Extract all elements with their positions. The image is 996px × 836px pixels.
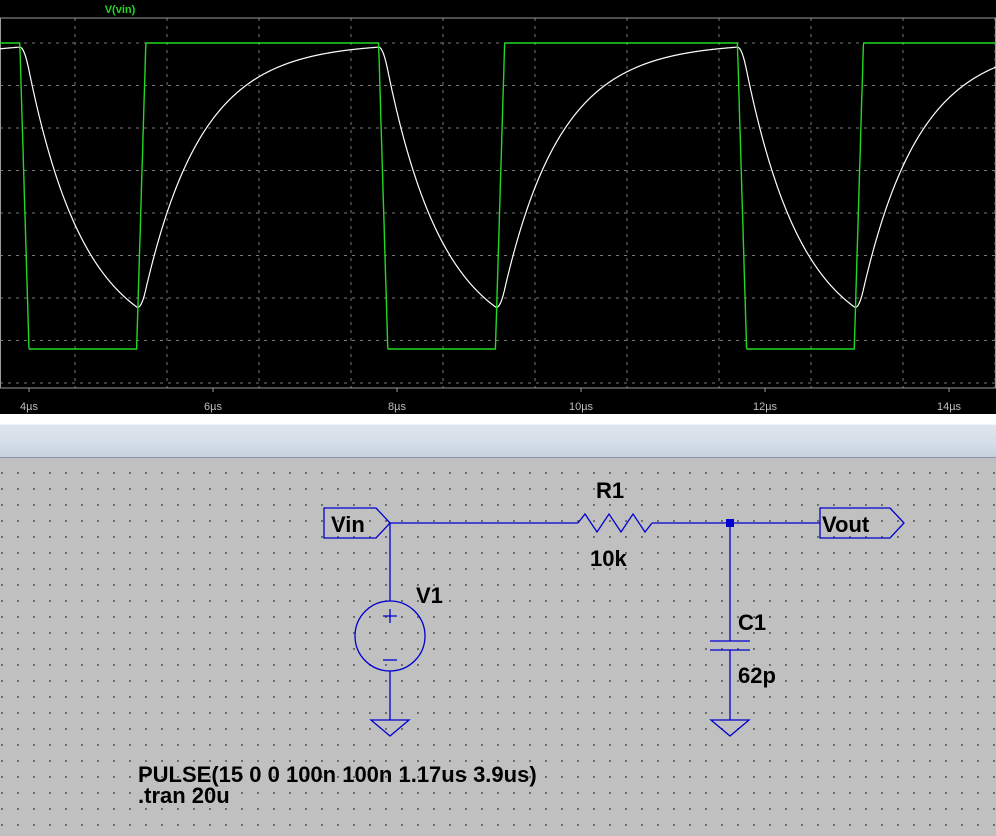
pulse-directive[interactable]: PULSE(15 0 0 100n 100n 1.17us 3.9us) xyxy=(138,762,537,787)
plot-frame xyxy=(0,17,996,389)
net-label-vin[interactable]: Vin xyxy=(331,512,365,537)
x-tick-label: 4µs xyxy=(20,401,38,413)
x-tick-label: 14µs xyxy=(937,401,962,413)
c1-name-label[interactable]: C1 xyxy=(738,610,766,635)
r1-name-label[interactable]: R1 xyxy=(596,478,624,503)
x-axis-ticks: 4µs 6µs 8µs 10µs 12µs 14µs xyxy=(20,388,962,413)
plot-traces xyxy=(0,42,996,350)
wire-junction-dot xyxy=(726,519,734,527)
r1-value-label[interactable]: 10k xyxy=(590,546,627,571)
x-tick-label: 8µs xyxy=(388,401,406,413)
ground-symbol-v1[interactable] xyxy=(369,719,411,737)
waveform-plot[interactable]: 4µs 6µs 8µs 10µs 12µs 14µs V(vin) xyxy=(0,0,996,414)
schematic-pane[interactable]: Vin Vout R1 10k V1 C1 62p PULSE(15 0 0 1… xyxy=(0,458,996,836)
c1-value-label[interactable]: 62p xyxy=(738,663,776,688)
ground-symbol-c1[interactable] xyxy=(709,719,751,737)
waveform-pane[interactable]: 4µs 6µs 8µs 10µs 12µs 14µs V(vin) xyxy=(0,0,996,414)
net-label-vout[interactable]: Vout xyxy=(822,512,870,537)
vout-trace xyxy=(0,46,996,308)
vin-trace xyxy=(0,42,996,350)
v1-plus-sign xyxy=(383,609,397,623)
x-tick-label: 12µs xyxy=(753,401,778,413)
vout-net-flag[interactable] xyxy=(819,507,905,539)
v1-name-label[interactable]: V1 xyxy=(416,583,443,608)
pane-divider[interactable] xyxy=(0,414,996,458)
schematic-canvas[interactable]: Vin Vout R1 10k V1 C1 62p PULSE(15 0 0 1… xyxy=(0,458,996,836)
vin-net-flag[interactable] xyxy=(323,507,391,539)
resistor-r1-symbol[interactable] xyxy=(577,512,653,534)
plot-grid xyxy=(0,17,996,389)
trace-label-vin[interactable]: V(vin) xyxy=(105,4,136,16)
tran-directive[interactable]: .tran 20u xyxy=(138,783,230,808)
x-tick-label: 6µs xyxy=(204,401,222,413)
x-tick-label: 10µs xyxy=(569,401,594,413)
